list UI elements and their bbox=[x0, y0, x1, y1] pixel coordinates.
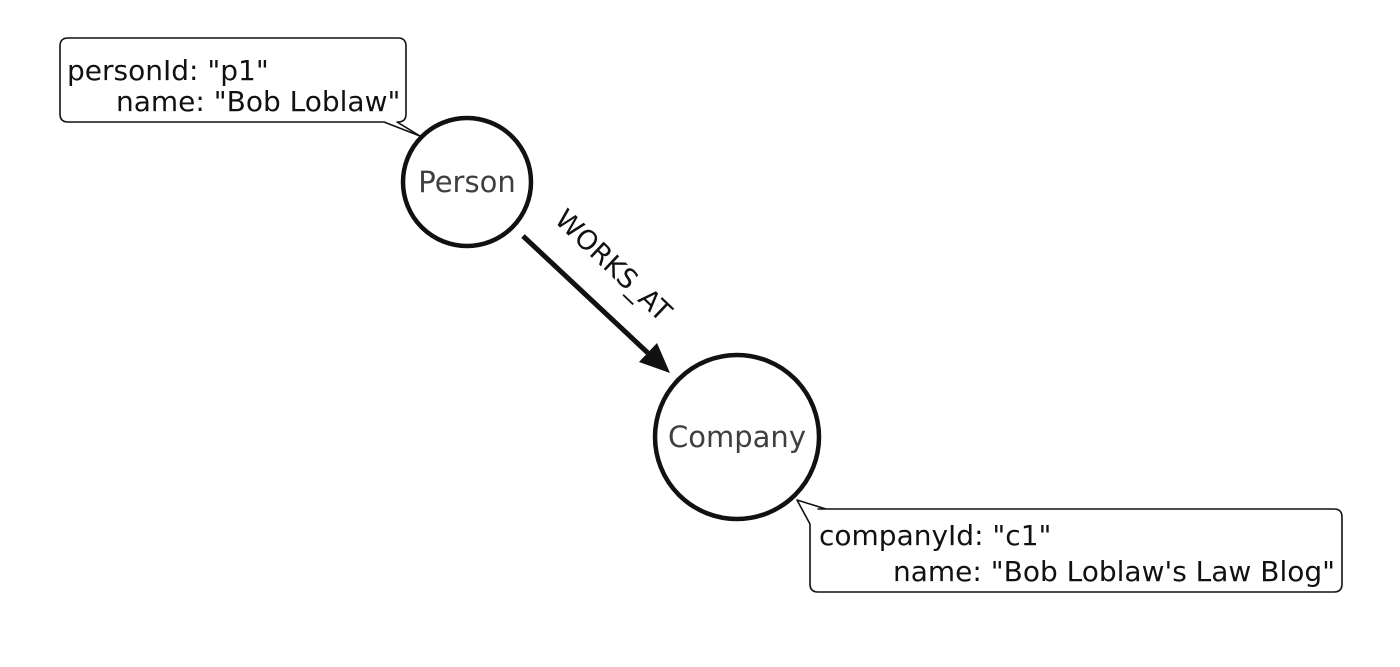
company-prop-key-companyid: companyId: bbox=[819, 519, 984, 552]
works-at-relationship[interactable]: WORKS_AT bbox=[521, 204, 678, 373]
person-node-label: Person bbox=[418, 165, 515, 199]
person-node[interactable]: Person bbox=[400, 115, 534, 249]
company-node-circle[interactable] bbox=[652, 352, 822, 522]
company-prop-value-name: "Bob Loblaw's Law Blog" bbox=[991, 555, 1335, 588]
person-prop-line-1: personId: "p1" bbox=[67, 54, 269, 87]
company-prop-line-1: companyId: "c1" bbox=[819, 519, 1051, 552]
person-prop-key-name: name: bbox=[116, 85, 205, 118]
company-prop-line-2: name: "Bob Loblaw's Law Blog" bbox=[893, 555, 1335, 588]
company-callout-box bbox=[796, 499, 1343, 593]
relationship-arrowhead bbox=[639, 343, 670, 373]
person-prop-line-2: name: "Bob Loblaw" bbox=[116, 85, 400, 118]
person-prop-key-personid: personId: bbox=[67, 54, 198, 87]
person-prop-value-name: "Bob Loblaw" bbox=[214, 85, 401, 118]
relationship-type-label: WORKS_AT bbox=[549, 204, 678, 329]
company-node-label: Company bbox=[668, 420, 806, 454]
person-node-circle[interactable] bbox=[400, 115, 534, 249]
relationship-line[interactable] bbox=[521, 234, 651, 356]
person-properties-callout: personId: "p1" name: "Bob Loblaw" bbox=[59, 37, 421, 137]
company-properties-callout: companyId: "c1" name: "Bob Loblaw's Law … bbox=[796, 499, 1343, 593]
person-prop-value-personid: "p1" bbox=[207, 54, 268, 87]
company-node[interactable]: Company bbox=[652, 352, 822, 522]
company-prop-value-companyid: "c1" bbox=[992, 519, 1051, 552]
company-prop-key-name: name: bbox=[893, 555, 982, 588]
person-callout-box bbox=[59, 37, 421, 137]
